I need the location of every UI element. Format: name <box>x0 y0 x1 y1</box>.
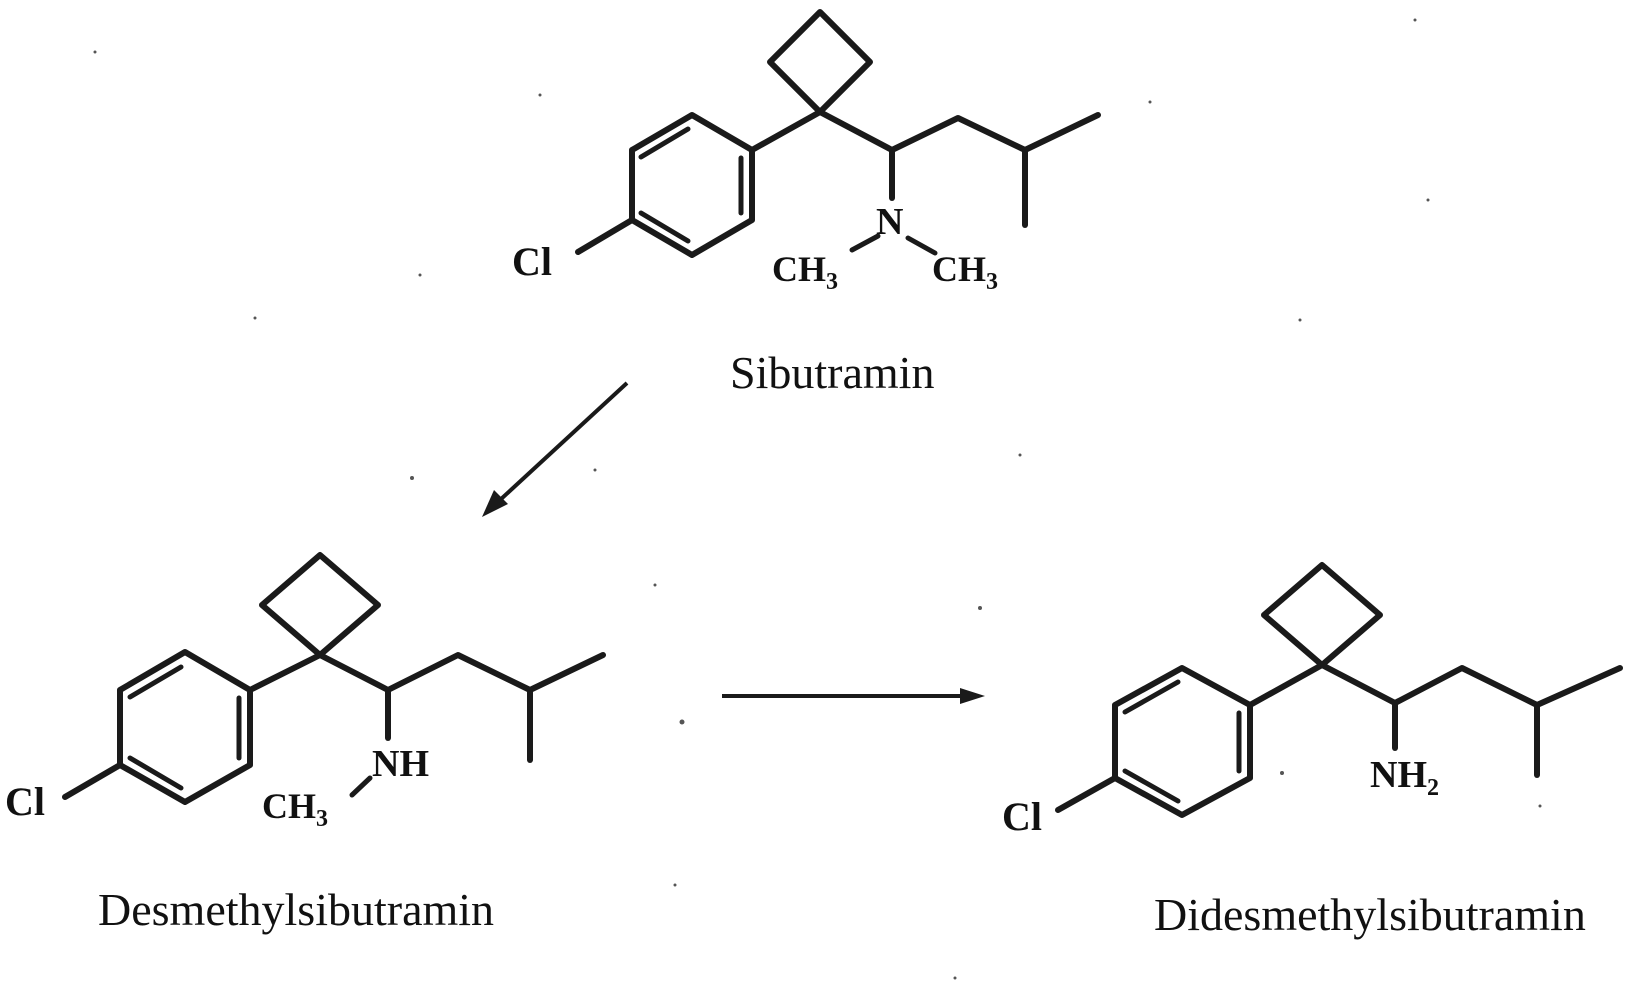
speck <box>410 476 414 480</box>
speck <box>593 468 597 472</box>
molecule-sibutramin: Cl N CH3 CH3 Sibutramin <box>512 9 1101 398</box>
desmethyl-benzene-ring <box>117 649 253 805</box>
didesmethyl-bond-cl <box>1055 775 1118 813</box>
didesmethyl-bond-ring-c <box>1247 662 1325 708</box>
speck <box>1018 453 1022 457</box>
sibutramin-cyclobutane <box>767 9 873 115</box>
arrow-1-head <box>482 490 508 517</box>
desmethyl-bond-ring-c <box>247 652 323 693</box>
arrow-1-shaft <box>498 381 629 502</box>
desmethyl-cyclobutane <box>259 552 381 658</box>
desmethyl-bond-nh-ch3 <box>349 775 373 798</box>
arrow-2-head <box>960 688 985 704</box>
sibutramin-n-label: N <box>876 201 903 243</box>
molecule-didesmethylsibutramin: Cl NH2 Didesmethylsibutramin <box>1002 562 1623 940</box>
speck <box>673 883 677 887</box>
didesmethyl-benzene-ring <box>1112 665 1253 818</box>
sibutramin-benzene-ring <box>629 112 755 258</box>
speck <box>93 50 97 54</box>
speck <box>978 606 982 610</box>
desmethyl-bond-cl <box>62 762 123 800</box>
speck <box>1298 318 1302 322</box>
desmethylsibutramin-name: Desmethylsibutramin <box>98 884 494 935</box>
didesmethyl-cyclobutane <box>1261 562 1383 668</box>
sibutramin-bonds <box>575 9 1101 258</box>
speck <box>1148 100 1152 104</box>
desmethyl-chain <box>317 652 606 693</box>
sibutramin-bond-ring-c <box>749 109 823 153</box>
didesmethyl-nh2-label: NH2 <box>1370 754 1439 801</box>
desmethyl-ch3-label: CH3 <box>262 786 328 832</box>
arrow-desmethyl-to-didesmethyl <box>722 688 985 704</box>
sibutramin-bond-cl <box>575 217 635 255</box>
speck <box>1538 804 1542 808</box>
didesmethyl-cl-label: Cl <box>1002 794 1042 839</box>
desmethyl-benzene-double-2 <box>127 755 184 791</box>
desmethyl-bonds <box>62 552 606 805</box>
sibutramin-ch3-left-label: CH3 <box>772 249 838 295</box>
sibutramin-benzene-double-3 <box>638 126 691 160</box>
sibutramin-benzene-double-2 <box>638 210 691 244</box>
sibutramin-bond-n-ch3-right <box>905 235 938 256</box>
speck <box>1413 18 1417 22</box>
speck <box>953 976 957 980</box>
speck <box>418 273 422 277</box>
didesmethylsibutramin-name: Didesmethylsibutramin <box>1154 889 1586 940</box>
arrow-sibutramin-to-desmethyl <box>482 381 629 517</box>
sibutramin-ch3-right-label: CH3 <box>932 249 998 295</box>
sibutramin-bond-n-ch3-left <box>849 233 881 253</box>
speck <box>1280 771 1284 775</box>
didesmethyl-bonds <box>1055 562 1623 818</box>
speck <box>538 93 542 97</box>
desmethyl-benzene-double-3 <box>127 664 184 700</box>
sibutramin-chain <box>817 109 1101 153</box>
desmethyl-nh-label: NH <box>372 743 429 785</box>
speck <box>1426 198 1430 202</box>
didesmethyl-chain <box>1319 662 1623 708</box>
speck <box>253 316 257 320</box>
speck <box>653 583 657 587</box>
sibutramin-cl-label: Cl <box>512 239 552 284</box>
didesmethyl-benzene-double-2 <box>1122 768 1181 804</box>
didesmethyl-benzene-double-3 <box>1122 679 1181 715</box>
scan-noise <box>93 18 1542 980</box>
sibutramin-name: Sibutramin <box>730 347 934 398</box>
speck <box>679 719 685 725</box>
molecule-desmethylsibutramin: Cl NH CH3 Desmethylsibutramin <box>5 552 606 935</box>
desmethyl-cl-label: Cl <box>5 779 45 824</box>
